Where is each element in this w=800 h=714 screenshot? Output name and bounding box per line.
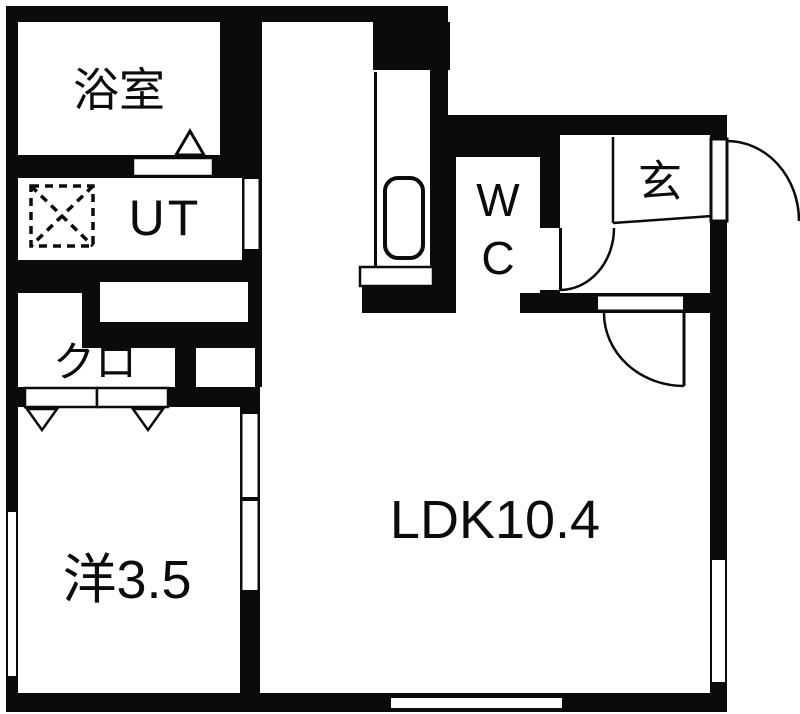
fixtures [23,72,800,433]
ldk-label: LDK10.4 [390,490,600,550]
wall-niche-right [255,348,262,387]
entrance-label: 玄 [638,158,682,207]
ut-door-opening [244,179,259,249]
window-left-icon [8,512,16,676]
wall-entry-section-top [448,115,727,135]
window-left-cap-top [6,509,18,512]
window-right-icon [712,560,725,682]
bath-label: 浴室 [73,64,165,116]
window-left-cap-bottom [6,676,18,679]
utility-label: UT [129,190,202,246]
genkan-step-line [612,214,713,225]
kitchen-counter-edge [374,72,377,268]
sliding-door-mullion [242,497,258,501]
wall-wc-top [448,135,542,157]
closet-label: クロ [53,339,137,386]
closet-folding-door-icons [23,386,170,433]
bath-door-sill [131,156,215,178]
wall-kitchen-top [373,22,450,70]
kitchen-sink-icon [383,176,425,260]
ldk-door-arc [602,312,686,388]
wall-ut-bottom-right [100,260,262,282]
wall-entrance-frame-bottom [710,220,727,295]
wall-outer-bottom [6,693,727,712]
wall-kitchen-end [362,285,456,313]
wc-label-c: C [481,232,514,284]
wall-wc-genkan-upper [540,135,560,228]
wc-door-arc [559,227,616,292]
western-ldk-sliding-door [242,414,258,590]
window-bottom-icon [389,696,564,710]
wall-closet-bottom-right [175,387,260,407]
room-labels: 浴室 UT クロ 洋3.5 LDK10.4 W C 玄 [53,64,682,610]
window-right-cap-top [710,557,727,560]
wall-bath-right [220,22,262,155]
bath-door-triangle-icon [173,128,207,157]
wc-label-w: W [476,174,520,226]
ldk-doorway-opening [598,296,683,310]
wall-closet-right [175,348,196,387]
window-right-cap-bottom [710,682,727,685]
kitchen-counter-base [358,265,435,288]
wall-spine-left [82,260,100,348]
wall-closet-door-cap-right [168,387,175,407]
openings [6,179,727,710]
washing-machine-pan-icon [29,184,95,248]
wall-closet-door-cap-left [18,387,25,407]
wall-outer-top [6,6,448,22]
wall-above-closet [100,322,262,348]
entrance-door-arc [709,137,800,223]
western-room-label: 洋3.5 [62,550,191,610]
wall-corridor-right-upper [430,70,448,115]
